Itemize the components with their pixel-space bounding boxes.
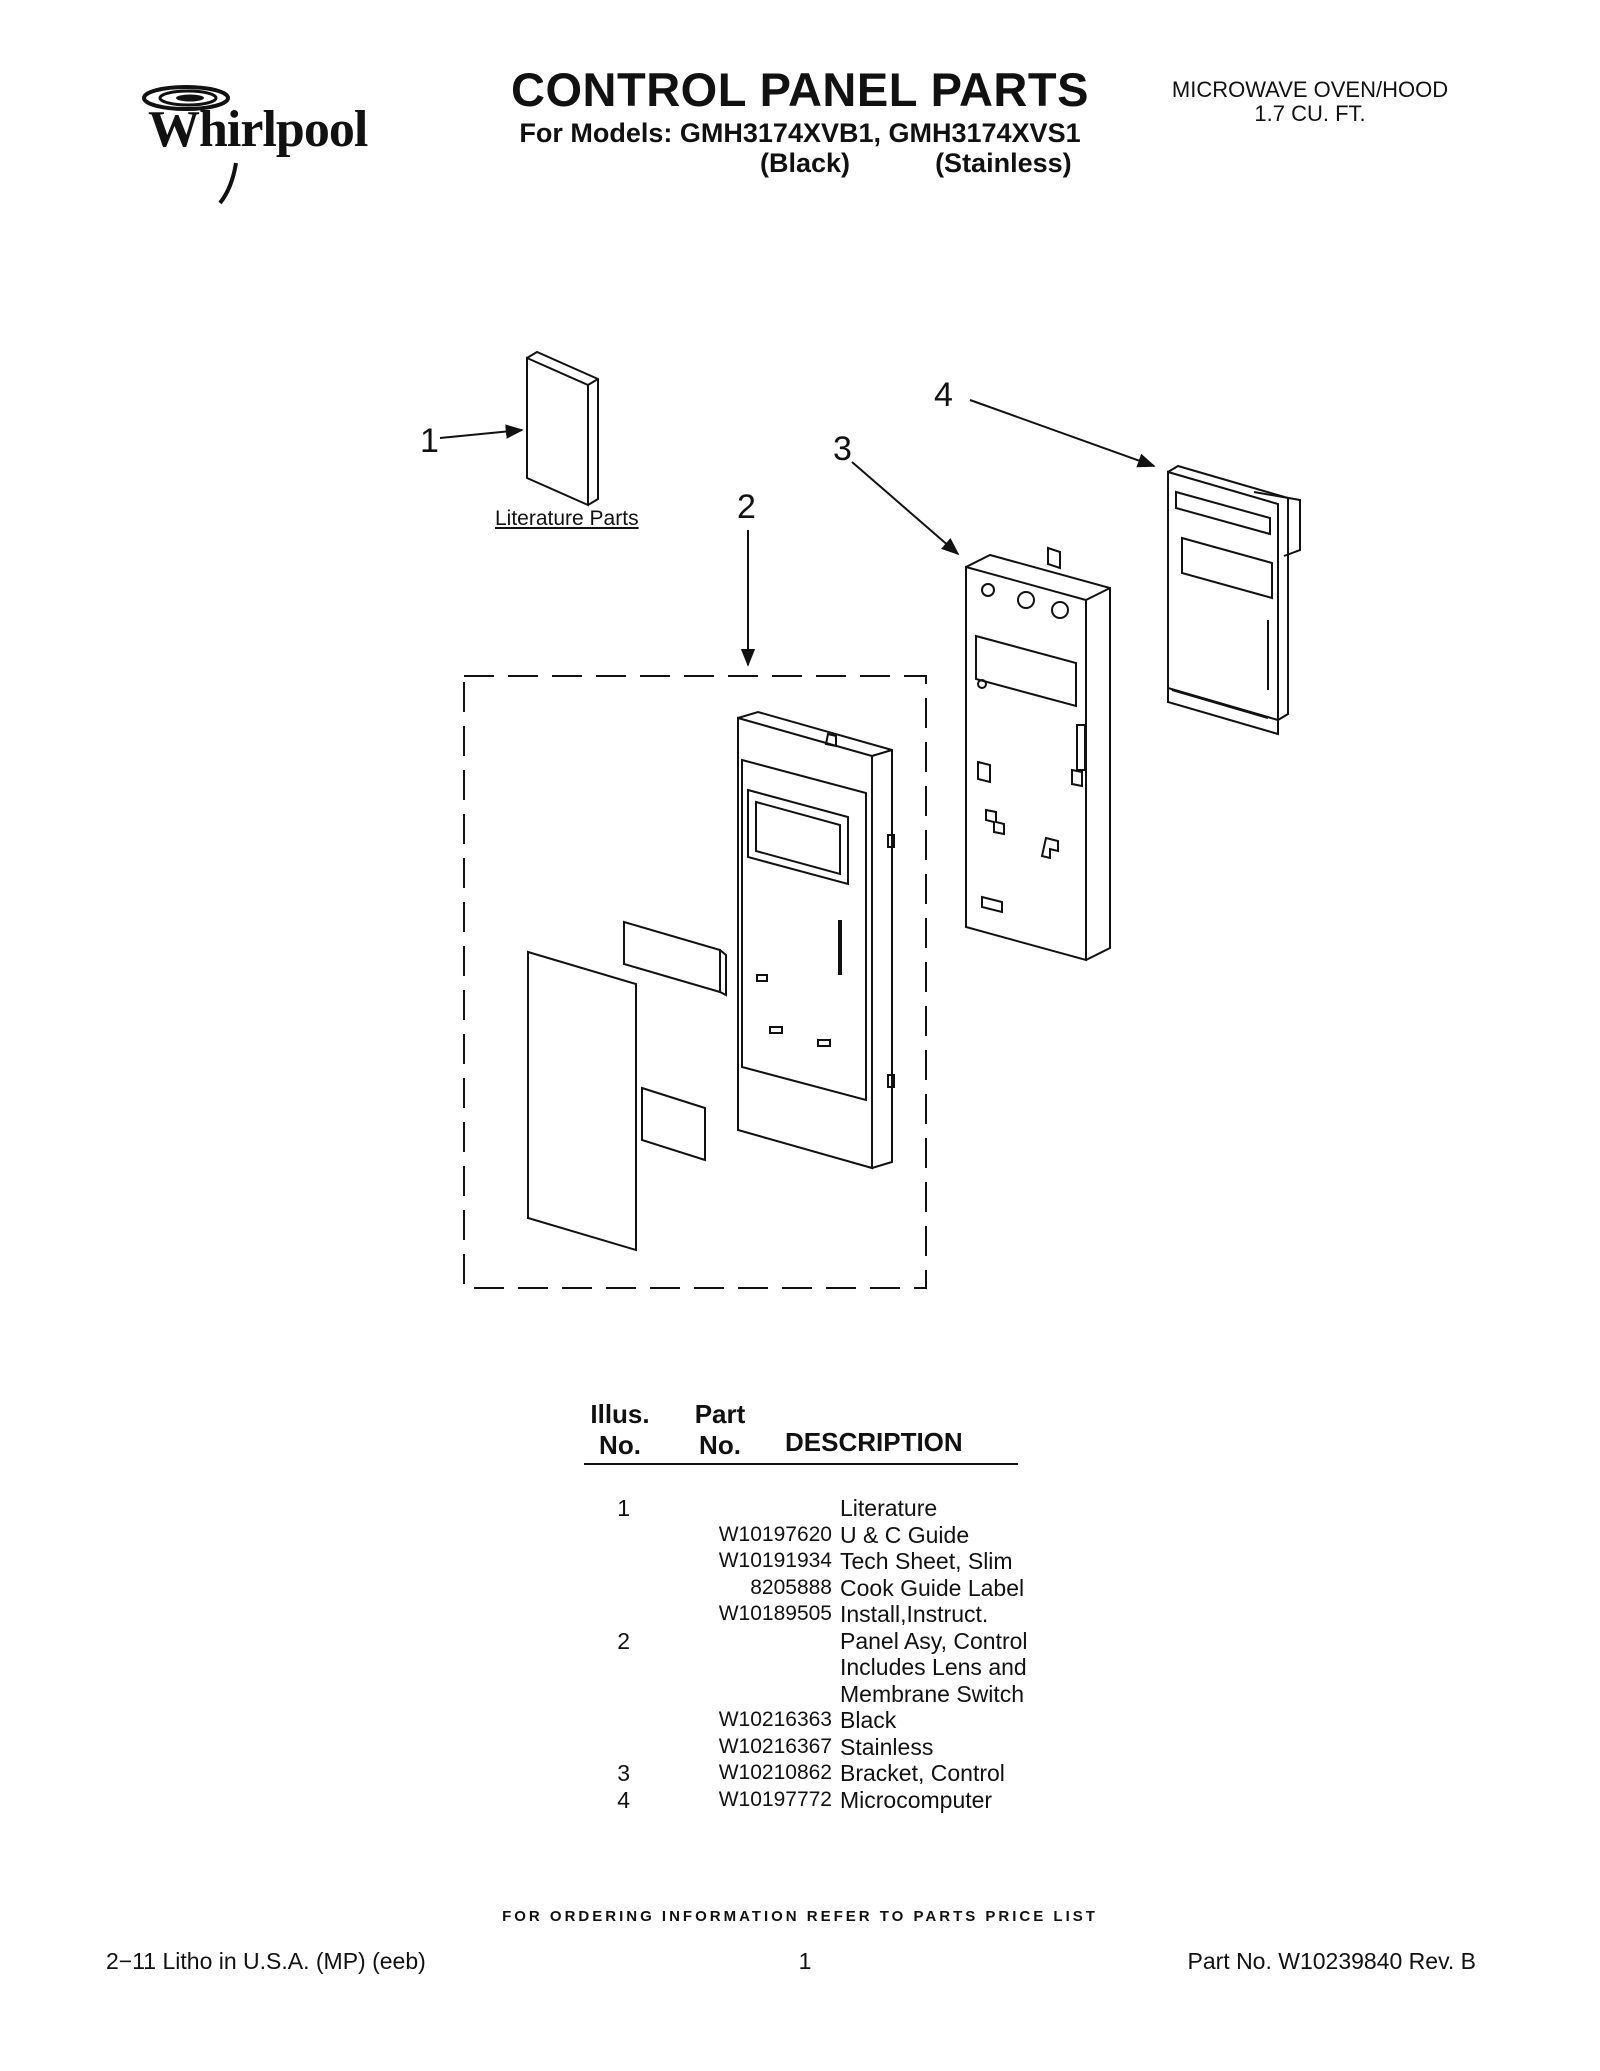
row-part-no xyxy=(640,1681,840,1708)
row-description: Microcomputer xyxy=(840,1786,993,1813)
microcomputer-board-shape xyxy=(1167,464,1301,736)
row-part-no: W10197620 xyxy=(718,1522,832,1546)
product-type: MICROWAVE OVEN/HOOD 1.7 CU. FT. xyxy=(1150,78,1470,126)
row-part-no xyxy=(640,1495,840,1522)
row-part-no: W10210862 xyxy=(718,1761,832,1784)
brand-wordmark: Whirlpool xyxy=(148,101,368,158)
row-description: Includes Lens and xyxy=(840,1654,1027,1680)
table-row: 4 W10197772 Microcomputer xyxy=(580,1787,1060,1814)
row-part-no xyxy=(640,1628,840,1655)
page-number: 1 xyxy=(798,1948,812,1974)
product-line-2: 1.7 CU. FT. xyxy=(1254,101,1366,126)
table-row: 1 Literature xyxy=(580,1495,1060,1522)
table-row: W10191934 Tech Sheet, Slim xyxy=(580,1548,1060,1575)
row-part-no: W10216367 xyxy=(718,1734,832,1758)
row-illus-no xyxy=(580,1681,640,1708)
litho-info: 2−11 Litho in U.S.A. (MP) (eeb) xyxy=(106,1948,426,1974)
row-illus-no xyxy=(580,1548,640,1575)
col-header-part-line2: No. xyxy=(699,1430,741,1460)
model-variants: (Black) (Stainless) xyxy=(760,148,1072,179)
part-2-group-box xyxy=(463,675,927,1289)
row-illus-no xyxy=(580,1707,640,1734)
row-part-no: W10197772 xyxy=(718,1787,832,1811)
row-illus-no xyxy=(580,1601,640,1628)
row-illus-no: 1 xyxy=(617,1495,630,1521)
row-illus-no xyxy=(580,1654,640,1681)
row-part-no: W10191934 xyxy=(718,1549,832,1572)
row-part-no: W10216363 xyxy=(718,1708,832,1731)
row-illus-no xyxy=(580,1575,640,1602)
table-row: W10216367 Stainless xyxy=(580,1734,1060,1761)
row-description: Bracket, Control xyxy=(840,1760,1005,1786)
col-header-description: DESCRIPTION xyxy=(785,1427,963,1457)
callout-4: 4 xyxy=(934,376,953,414)
row-description: Literature xyxy=(840,1495,938,1521)
table-row: W10197620 U & C Guide xyxy=(580,1522,1060,1549)
row-part-no: 8205888 xyxy=(750,1575,832,1599)
callout-1-leader xyxy=(439,424,524,439)
model-numbers: For Models: GMH3174XVB1, GMH3174XVS1 xyxy=(519,118,1081,148)
table-row: W10189505 Install,Instruct. xyxy=(580,1601,1060,1628)
row-description: Membrane Switch xyxy=(840,1680,1025,1707)
row-illus-no: 4 xyxy=(617,1786,630,1813)
literature-parts-caption: Literature Parts xyxy=(495,507,639,530)
ordering-note: FOR ORDERING INFORMATION REFER TO PARTS … xyxy=(502,1908,1098,1925)
callout-4-leader xyxy=(969,399,1156,468)
col-header-part-line1: Part xyxy=(694,1399,746,1429)
table-row: W10216363 Black xyxy=(580,1707,1060,1734)
row-description: Black xyxy=(840,1707,897,1733)
row-description: Panel Asy, Control xyxy=(840,1627,1028,1654)
row-illus-no xyxy=(580,1734,640,1761)
product-line-1: MICROWAVE OVEN/HOOD xyxy=(1171,77,1449,102)
table-row: Includes Lens and xyxy=(580,1654,1060,1681)
row-description: Tech Sheet, Slim xyxy=(840,1548,1013,1574)
table-header-rule xyxy=(584,1463,1018,1465)
control-panel-shape xyxy=(737,710,895,1170)
document-part-number: Part No. W10239840 Rev. B xyxy=(1187,1948,1477,1974)
variant-stainless: (Stainless) xyxy=(935,148,1072,178)
page-title: CONTROL PANEL PARTS xyxy=(511,63,1089,116)
table-row: 8205888 Cook Guide Label xyxy=(580,1575,1060,1602)
whirlpool-logo-icon xyxy=(142,85,238,205)
variant-black: (Black) xyxy=(760,148,851,178)
control-bracket-shape xyxy=(965,546,1111,962)
row-illus-no: 2 xyxy=(617,1627,630,1654)
callout-2: 2 xyxy=(737,488,756,526)
literature-booklet-shape xyxy=(526,350,599,507)
col-header-illus-line1: Illus. xyxy=(590,1399,650,1429)
row-illus-no xyxy=(580,1522,640,1549)
row-description: Install,Instruct. xyxy=(840,1601,989,1627)
row-part-no xyxy=(640,1654,840,1681)
table-row: 3 W10210862 Bracket, Control xyxy=(580,1760,1060,1787)
row-illus-no: 3 xyxy=(617,1760,630,1786)
table-row: Membrane Switch xyxy=(580,1681,1060,1708)
lens-shape xyxy=(623,920,727,997)
membrane-switch-shape xyxy=(527,950,706,1252)
row-part-no: W10189505 xyxy=(718,1602,832,1625)
row-description: Cook Guide Label xyxy=(840,1574,1025,1601)
callout-3-leader xyxy=(851,461,960,556)
col-header-part: Part No. xyxy=(690,1399,750,1461)
col-header-illus: Illus. No. xyxy=(590,1399,650,1461)
table-row: 2 Panel Asy, Control xyxy=(580,1628,1060,1655)
row-description: Stainless xyxy=(840,1733,934,1760)
row-description: U & C Guide xyxy=(840,1521,970,1548)
callout-1: 1 xyxy=(420,422,439,460)
parts-diagram: 1 2 3 4 xyxy=(420,350,1301,1289)
col-header-illus-line2: No. xyxy=(599,1430,641,1460)
callout-3: 3 xyxy=(833,430,852,468)
